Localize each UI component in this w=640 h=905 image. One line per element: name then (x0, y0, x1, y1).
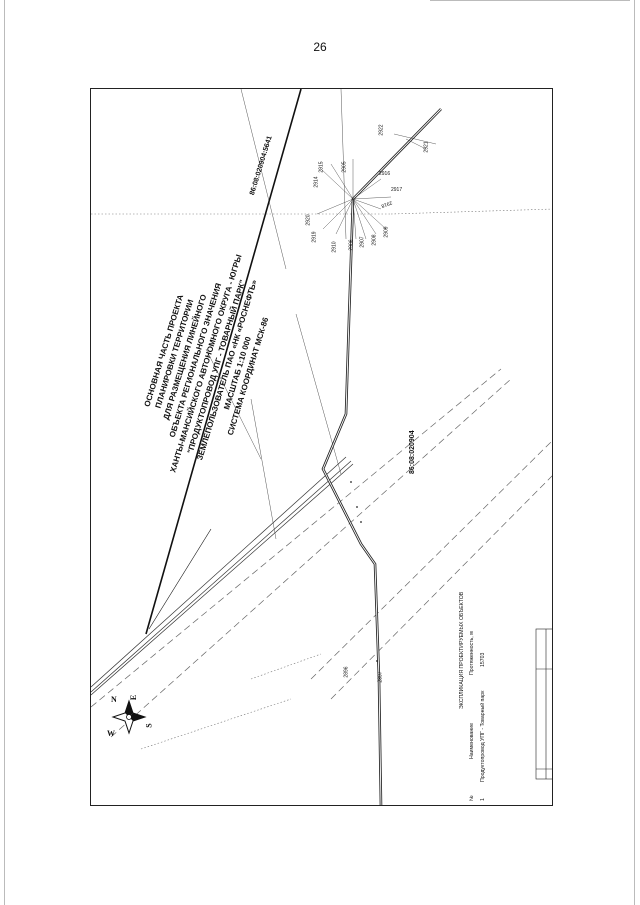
marker-2 (356, 506, 358, 508)
road-edge-2 (91, 460, 352, 693)
compass-star-fill-2 (129, 713, 145, 721)
ray-6 (352, 198, 382, 210)
road-edge-3 (91, 463, 354, 696)
explication-row-name: Продуктопровод УПГ - Товарный парк (480, 690, 486, 782)
compass-s: S (144, 723, 154, 728)
page-number: 26 (313, 40, 327, 54)
double-road (91, 456, 354, 696)
ray-9 (352, 198, 367, 240)
parcel-label-lower: 86:08:020904 (409, 430, 416, 474)
compass-rose (111, 699, 147, 735)
ray-1 (320, 168, 354, 200)
map-frame: ОСНОВНАЯ ЧАСТЬ ПРОЕКТА ПЛАНИРОВКИ ТЕРРИТ… (90, 88, 553, 806)
marker-1 (350, 481, 352, 483)
boundary-line-b (340, 89, 347, 240)
compass-w: W (107, 729, 115, 738)
ray-4 (352, 178, 382, 200)
point-label-2916: 2916 (379, 171, 391, 177)
ray-5 (352, 196, 392, 200)
boundary-line-d (250, 398, 277, 540)
marker-4 (376, 660, 378, 662)
ray-2 (330, 163, 354, 200)
point-label-2914: 2914 (313, 176, 320, 188)
compass-n: N (111, 695, 117, 704)
explication-row-length: 15703 (480, 652, 486, 667)
point-label-2907: 2907 (359, 236, 366, 248)
explication-header-num: № (469, 795, 475, 801)
point-label-2896: 2896 (343, 666, 350, 678)
point-label-2922: 2922 (378, 124, 385, 136)
ray-14 (405, 138, 427, 150)
compass-e: E (129, 694, 139, 701)
pipeline-inner (322, 108, 442, 805)
point-label-2919: 2919 (311, 231, 318, 243)
road-dash-2 (110, 378, 512, 738)
ray-13 (316, 198, 354, 215)
explication-header-length: Протяженность, м (469, 631, 475, 675)
point-rays (316, 133, 437, 240)
explication-header-name: Наименование (469, 723, 475, 759)
parcel-boundary-line (145, 89, 302, 635)
ray-11 (335, 198, 354, 235)
dashed-roads (91, 368, 552, 738)
boundary-line-e (205, 348, 262, 460)
point-label-2897: 2897 (377, 671, 384, 683)
point-label-2908: 2908 (371, 234, 378, 246)
pipeline-route (321, 108, 442, 805)
dotted-line-mid (250, 653, 322, 680)
dotted-boundaries (91, 208, 552, 750)
road-dash-3 (310, 440, 552, 680)
ray-10 (352, 198, 357, 240)
map-canvas (91, 89, 552, 805)
scan-top-mark (430, 0, 630, 1)
explication-frame (535, 628, 552, 780)
ray-15 (393, 133, 437, 145)
point-label-2920: 2920 (305, 214, 312, 226)
title-pointer-line (148, 528, 212, 630)
dotted-line-right (390, 208, 552, 215)
compass-star-fill (125, 701, 133, 717)
dotted-line-bottom (140, 698, 292, 750)
point-label-2906: 2906 (348, 239, 355, 251)
scan-left-edge (4, 0, 5, 905)
point-label-2909: 2909 (383, 226, 390, 238)
point-label-2921: 2921 (423, 141, 430, 153)
boundary-line-c (295, 313, 342, 475)
route-markers (350, 481, 378, 662)
point-label-2915: 2915 (318, 161, 325, 173)
point-label-2910: 2910 (331, 241, 338, 253)
ray-7 (352, 198, 387, 230)
road-dash-4 (330, 475, 552, 700)
road-edge-1 (91, 456, 347, 688)
explication-row-num: 1 (480, 798, 486, 801)
point-label-2917: 2917 (391, 187, 403, 193)
explication-table (535, 628, 552, 780)
boundary-line-a (240, 89, 287, 270)
compass-center (126, 714, 132, 720)
road-dash-1 (91, 368, 502, 708)
explication-title: ЭКСПЛИКАЦИЯ ПРОЕКТИРУЕМЫХ ОБЪЕКТОВ (459, 591, 465, 709)
point-label-2905: 2905 (341, 161, 348, 173)
thin-boundaries (205, 89, 347, 540)
ray-12 (322, 198, 354, 230)
marker-3 (360, 521, 362, 523)
scan-right-edge (634, 0, 635, 905)
ray-8 (352, 198, 377, 235)
